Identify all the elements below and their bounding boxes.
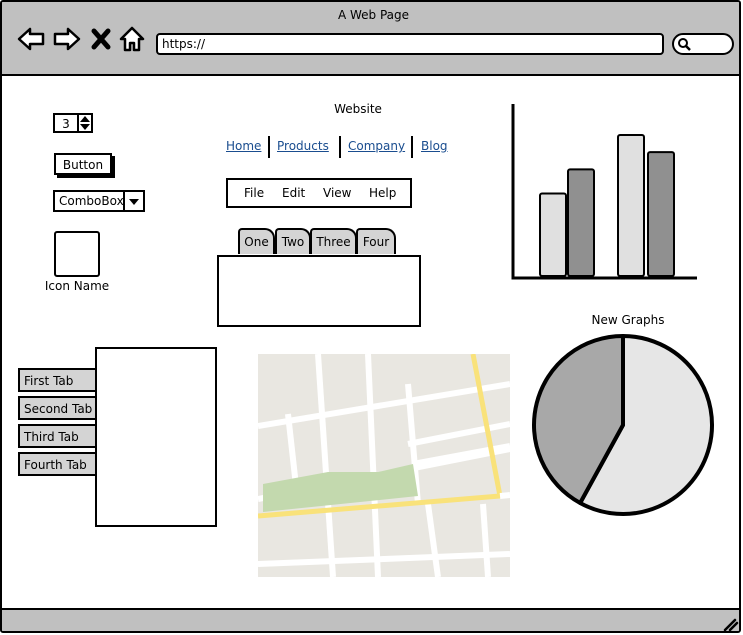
close-icon[interactable]: [90, 26, 112, 52]
link-home[interactable]: Home: [226, 139, 262, 153]
map-view[interactable]: [258, 354, 510, 577]
combobox-label: ComboBox: [59, 194, 124, 208]
browser-toolbar: A Web Page https://: [2, 2, 739, 76]
resize-handle-icon[interactable]: [721, 616, 739, 632]
stepper-value: 3: [62, 117, 70, 131]
vertical-tab-fourth[interactable]: Fourth Tab: [18, 452, 98, 476]
number-stepper[interactable]: 3: [53, 113, 93, 133]
vertical-tab-third[interactable]: Third Tab: [18, 424, 98, 448]
map-image: [258, 354, 510, 577]
app-icon-placeholder[interactable]: [54, 231, 100, 277]
up-down-arrows-icon[interactable]: [79, 115, 91, 131]
tab-four[interactable]: Four: [356, 228, 396, 254]
back-arrow-icon[interactable]: [17, 26, 45, 52]
bar-2: [567, 168, 595, 277]
menu-file[interactable]: File: [244, 186, 265, 200]
address-bar[interactable]: https://: [156, 33, 664, 55]
menu-view[interactable]: View: [323, 186, 352, 200]
chevron-down-icon: [129, 199, 139, 205]
tab-one[interactable]: One: [238, 228, 275, 254]
search-icon: [678, 38, 691, 51]
vertical-tab-panel: [95, 347, 217, 527]
stepper-arrows[interactable]: [77, 115, 93, 131]
menu-bar: File Edit View Help: [226, 178, 412, 208]
icon-name-label: Icon Name: [44, 279, 110, 293]
pie-chart-title: New Graphs: [591, 313, 665, 327]
tab-panel: [217, 255, 421, 327]
status-bar: [2, 608, 739, 632]
forward-arrow-icon[interactable]: [53, 26, 81, 52]
pie-slice-2: [532, 334, 625, 505]
combobox-dropdown[interactable]: [123, 192, 143, 210]
home-icon[interactable]: [118, 26, 146, 52]
pie-slice-1: [578, 334, 714, 516]
bar-1: [539, 192, 567, 277]
generic-button[interactable]: Button: [54, 153, 112, 175]
link-products[interactable]: Products: [277, 139, 329, 153]
tab-three[interactable]: Three: [310, 228, 357, 254]
link-separator: [339, 136, 341, 158]
window-title: A Web Page: [337, 8, 410, 22]
bar-3: [617, 133, 645, 277]
tab-two[interactable]: Two: [275, 228, 311, 254]
vertical-tab-first[interactable]: First Tab: [18, 368, 98, 392]
vertical-tab-second[interactable]: Second Tab: [18, 396, 98, 420]
link-separator: [411, 136, 413, 158]
link-company[interactable]: Company: [348, 139, 406, 153]
menu-edit[interactable]: Edit: [282, 186, 306, 200]
menu-help[interactable]: Help: [369, 186, 397, 200]
website-title: Website: [334, 102, 382, 116]
search-field[interactable]: [672, 33, 734, 55]
bar-chart: [511, 104, 697, 280]
combobox[interactable]: ComboBox: [53, 190, 145, 212]
link-separator: [268, 136, 270, 158]
pie-chart: [532, 334, 714, 516]
bar-chart-axes: [511, 104, 697, 280]
bar-4: [647, 151, 675, 277]
link-blog[interactable]: Blog: [421, 139, 448, 153]
